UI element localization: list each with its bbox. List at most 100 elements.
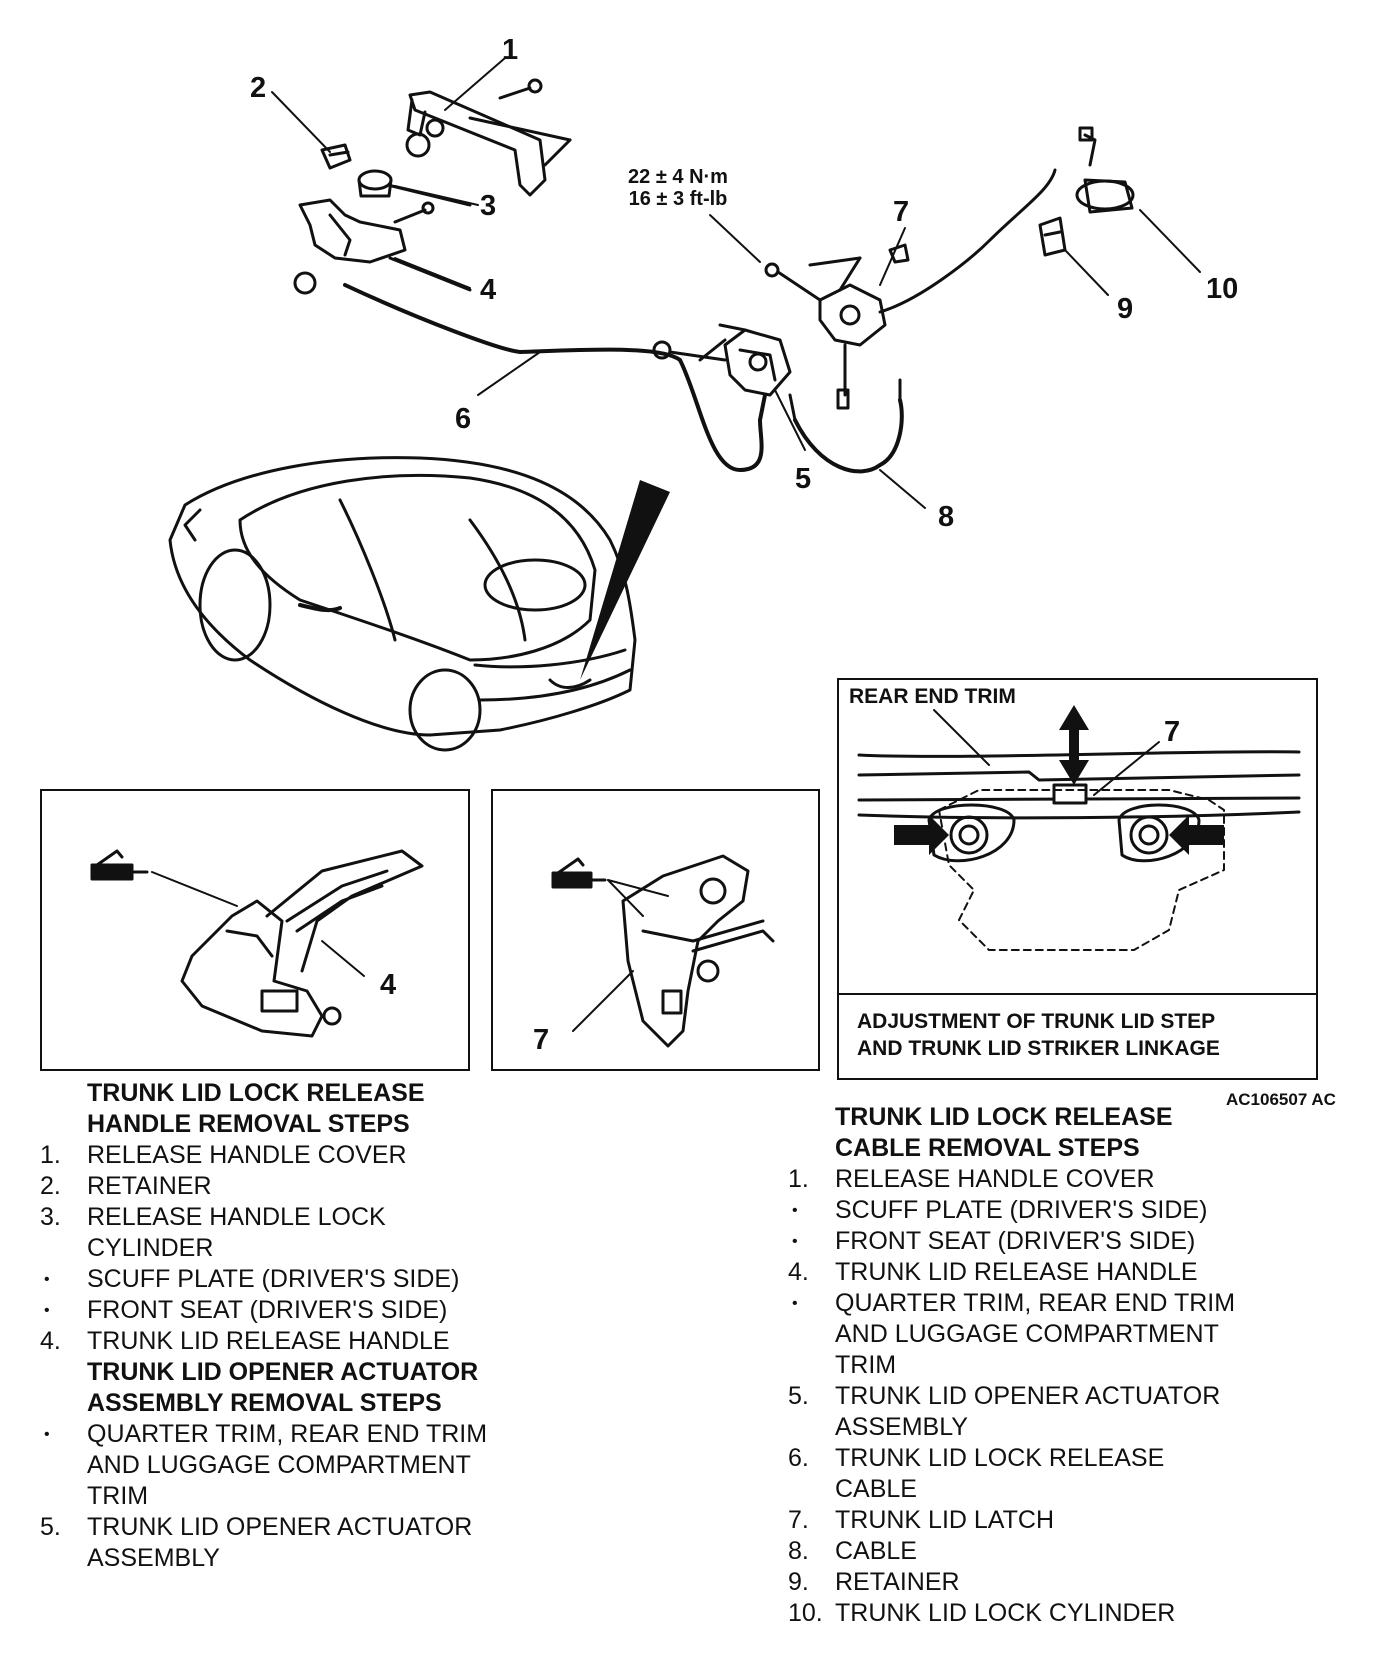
list-item: 5.TRUNK LID OPENER ACTUATOR ASSEMBLY [40,1512,517,1574]
cable-steps-list: 1.RELEASE HANDLE COVER • SCUFF PLATE (DRI… [788,1164,1236,1629]
step-marker: 7. [788,1506,809,1534]
step-text: FRONT SEAT (DRIVER'S SIDE) [835,1227,1196,1255]
step-marker: 4. [788,1258,809,1286]
cable-part [793,398,904,474]
adjustment-caption: ADJUSTMENT OF TRUNK LID STEP AND TRUNK L… [857,1008,1220,1062]
step-text: RELEASE HANDLE COVER [87,1141,407,1169]
list-item: • FRONT SEAT (DRIVER'S SIDE) [40,1295,540,1326]
step-text: RETAINER [87,1172,212,1200]
callout-2: 2 [250,72,267,104]
latch-retainer-part [1038,216,1067,257]
callout-9: 9 [1117,293,1134,325]
list-item: 3.RELEASE HANDLE LOCK CYLINDER [40,1202,447,1264]
actuator-steps-heading-line-2: ASSEMBLY REMOVAL STEPS [87,1389,442,1417]
handle-steps-heading-line-2: HANDLE REMOVAL STEPS [87,1110,410,1138]
list-item: 10. TRUNK LID LOCK CYLINDER [788,1598,1255,1629]
step-marker: 5. [788,1382,809,1410]
adjustment-divider [839,993,1316,995]
step-text: SCUFF PLATE (DRIVER'S SIDE) [835,1196,1208,1224]
step-text: SCUFF PLATE (DRIVER'S SIDE) [87,1265,460,1293]
left-bolt-arrow [894,815,949,855]
retainer-part [320,143,352,170]
step-text: TRUNK LID LATCH [835,1506,1055,1534]
grease-gun-icon [90,849,149,881]
step-marker: • [792,1202,798,1219]
handle-detail-panel: 4 [40,789,470,1071]
callout-3: 3 [480,190,497,222]
step-marker: 2. [40,1172,61,1200]
handle-steps-heading-line-1: TRUNK LID LOCK RELEASE [87,1079,425,1107]
actuator-steps-heading-line-1: TRUNK LID OPENER ACTUATOR [87,1358,479,1386]
step-text: TRUNK LID RELEASE HANDLE [87,1327,450,1355]
callout-leader-lines [271,57,1201,509]
step-text: QUARTER TRIM, REAR END TRIM AND LUGGAGE … [835,1289,1236,1379]
list-item: 4. TRUNK LID RELEASE HANDLE [788,1257,1236,1288]
callout-5: 5 [795,463,812,495]
handle-steps-list: 1. RELEASE HANDLE COVER 2. RETAINER 3.RELE… [40,1140,540,1357]
callout-10: 10 [1206,273,1239,305]
trunk-lid-lock-release-cable [343,283,764,472]
step-text: TRUNK LID LOCK RELEASE CABLE [835,1444,1165,1503]
step-marker: • [44,1271,50,1288]
step-marker: 1. [788,1165,809,1193]
torque-nm: 22 ± 4 N·m [628,166,728,188]
list-item: 4.TRUNK LID RELEASE HANDLE [40,1326,540,1357]
cable-removal-steps: TRUNK LID LOCK RELEASE CABLE REMOVAL STE… [788,1102,1236,1629]
callout-1: 1 [502,34,519,66]
step-marker: • [44,1426,50,1443]
adjust-direction-arrow [1059,705,1089,785]
step-marker: 1. [40,1141,61,1169]
step-text: FRONT SEAT (DRIVER'S SIDE) [87,1296,448,1324]
list-item: 2. RETAINER [40,1171,540,1202]
callout-6: 6 [455,403,472,435]
list-item: 9.RETAINER [788,1567,1236,1598]
trunk-lid-latch-part [764,243,910,410]
rear-end-trim-label: REAR END TRIM [849,685,1016,708]
figure-id: AC106507 AC [1226,1090,1336,1109]
adjustment-drawing [857,705,1301,951]
step-marker: • [792,1295,798,1312]
lock-cylinder-rod [878,168,1057,314]
list-item: 1.RELEASE HANDLE COVER [788,1164,1236,1195]
step-marker: 10. [788,1599,823,1627]
torque-spec: 22 ± 4 N·m 16 ± 3 ft-lb [618,166,738,210]
handle-detail-callout: 4 [380,969,397,1001]
release-handle-cover-part [405,78,572,197]
list-item: • QUARTER TRIM, REAR END TRIM AND LUGGAGE… [40,1419,520,1512]
list-item: • SCUFF PLATE (DRIVER'S SIDE) [788,1195,1236,1226]
adjustment-caption-line-2: AND TRUNK LID STRIKER LINKAGE [857,1037,1220,1060]
vehicle-outline [168,456,637,752]
trunk-lid-lock-cylinder-part [1075,126,1135,214]
step-text: RETAINER [835,1568,960,1596]
list-item: • QUARTER TRIM, REAR END TRIM AND LUGGAGE… [788,1288,1236,1381]
step-text: TRUNK LID OPENER ACTUATOR ASSEMBLY [87,1513,473,1572]
exploded-view-drawing [168,57,1201,752]
list-item: 8.CABLE [788,1536,1236,1567]
list-item: • SCUFF PLATE (DRIVER'S SIDE) [40,1264,540,1295]
latch-detail-callout: 7 [533,1024,550,1056]
latch-detail-panel: 7 [491,789,820,1071]
handle-detail-drawing [90,849,424,1038]
list-item: 7. TRUNK LID LATCH [788,1505,1236,1536]
step-text: TRUNK LID LOCK CYLINDER [835,1599,1176,1627]
step-marker: • [792,1233,798,1250]
step-text: CABLE [835,1537,917,1565]
adjustment-caption-line-1: ADJUSTMENT OF TRUNK LID STEP [857,1010,1216,1033]
adjustment-panel: REAR END TRIM 7 ADJUSTMENT OF TRUNK LID … [837,678,1318,1080]
list-item: 1. RELEASE HANDLE COVER [40,1140,540,1171]
latch-detail-drawing [551,854,775,1048]
callout-7: 7 [893,196,910,228]
cable-steps-heading-line-2: CABLE REMOVAL STEPS [835,1134,1140,1162]
cable-steps-heading-line-1: TRUNK LID LOCK RELEASE [835,1103,1173,1131]
list-item: 6. TRUNK LID LOCK RELEASE CABLE [788,1443,1236,1505]
step-marker: 6. [788,1444,809,1472]
trunk-lid-release-handle-part [293,198,472,295]
step-text: TRUNK LID RELEASE HANDLE [835,1258,1198,1286]
list-item: • FRONT SEAT (DRIVER'S SIDE) [788,1226,1236,1257]
callout-8: 8 [938,501,955,533]
list-item: 5.TRUNK LID OPENER ACTUATOR ASSEMBLY [788,1381,1236,1443]
handle-removal-steps: TRUNK LID LOCK RELEASE HANDLE REMOVAL ST… [40,1078,540,1574]
step-marker: • [44,1302,50,1319]
location-pointer [580,480,670,680]
step-text: QUARTER TRIM, REAR END TRIM AND LUGGAGE … [87,1420,488,1510]
